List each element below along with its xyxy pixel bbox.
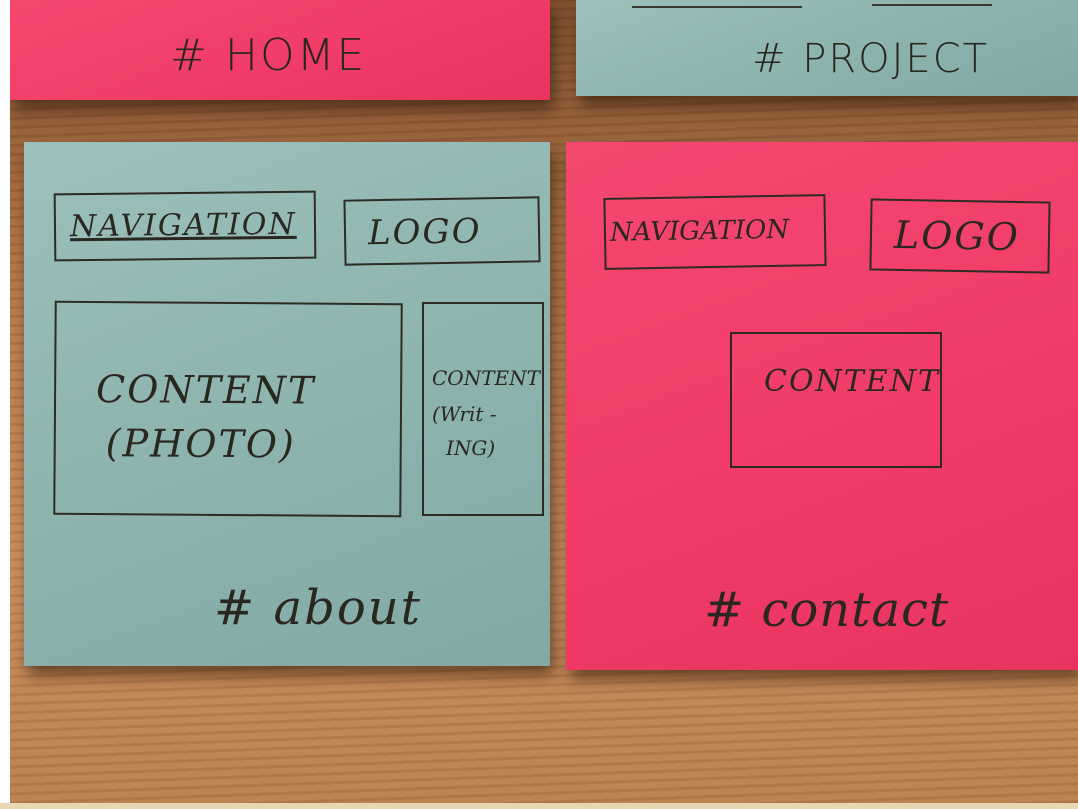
content-label: CONTENT — [764, 364, 940, 399]
contact-label: # contact — [704, 582, 950, 638]
sticky-note-home: # HOME — [10, 0, 550, 100]
photo-background: # HOME # PROJECT NAVIGATION LOGO CONTENT… — [10, 0, 1078, 803]
project-label: # PROJECT — [752, 36, 990, 82]
content-photo-label-2: (PHOTO) — [105, 421, 296, 467]
sticky-note-contact: NAVIGATION LOGO CONTENT # contact — [566, 142, 1078, 670]
home-label: # HOME — [170, 30, 367, 81]
navigation-box: NAVIGATION — [53, 190, 317, 262]
content-box: CONTENT — [730, 332, 942, 468]
content-writing-label-2: (Writ - — [432, 402, 497, 426]
logo-label: LOGO — [367, 211, 482, 254]
logo-label: LOGO — [893, 212, 1021, 260]
content-photo-label-1: CONTENT — [95, 367, 316, 413]
logo-box: LOGO — [343, 196, 541, 266]
content-writing-label-1: CONTENT — [432, 366, 540, 390]
logo-box: LOGO — [869, 198, 1051, 274]
bottom-edge — [0, 803, 1078, 809]
content-writing-box: CONTENT (Writ - ING) — [422, 302, 544, 516]
navigation-box: NAVIGATION — [603, 194, 827, 270]
content-writing-label-3: ING) — [446, 436, 496, 460]
sticky-note-about: NAVIGATION LOGO CONTENT (PHOTO) CONTENT … — [24, 142, 550, 666]
sticky-note-project: # PROJECT — [576, 0, 1078, 96]
sketch-line — [872, 4, 992, 6]
about-label: # about — [214, 580, 422, 636]
sketch-line — [632, 6, 802, 8]
content-photo-box: CONTENT (PHOTO) — [53, 300, 403, 518]
navigation-label: NAVIGATION — [609, 214, 790, 248]
navigation-label: NAVIGATION — [69, 206, 297, 245]
